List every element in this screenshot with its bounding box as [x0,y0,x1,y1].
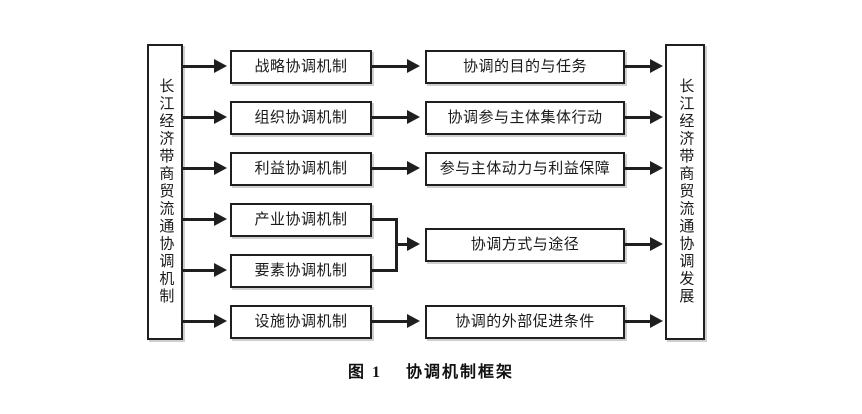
node-content-methods-and-approaches: 协调方式与途径 [425,228,625,262]
connector-merge-to-cont-4 [395,243,409,246]
node-source: 长江经济带商贸流通协调机制 [147,44,183,340]
node-target: 长江经济带商贸流通协调发展 [665,44,705,340]
node-mechanism-industry: 产业协调机制 [230,203,372,237]
connector-mech-6-to-cont-5 [372,320,409,323]
node-mechanism-strategy: 战略协调机制 [230,50,372,84]
arrowhead-source-to-mech-2 [214,110,227,124]
arrowhead-mech-3-to-cont-3 [407,161,420,175]
node-content-motivation-and-guarantee: 参与主体动力与利益保障 [425,152,625,186]
arrowhead-source-to-mech-3 [214,161,227,175]
connector-source-to-mech-1 [183,65,216,68]
connector-source-to-mech-6 [183,320,216,323]
arrowhead-mech-2-to-cont-2 [407,110,420,124]
arrowhead-source-to-mech-5 [214,263,227,277]
connector-source-to-mech-3 [183,167,216,170]
connector-mech-3-to-cont-3 [372,167,409,170]
node-mechanism-interest: 利益协调机制 [230,152,372,186]
connector-source-to-mech-5 [183,269,216,272]
node-mechanism-factor: 要素协调机制 [230,254,372,288]
arrowhead-source-to-mech-1 [214,59,227,73]
connector-mech-5-bracket-stub [372,269,398,272]
arrowhead-source-to-mech-4 [214,212,227,226]
arrowhead-merge-to-cont-4 [407,237,420,251]
connector-source-to-mech-2 [183,116,216,119]
arrowhead-mech-6-to-cont-5 [407,314,420,328]
node-content-purpose-and-task: 协调的目的与任务 [425,50,625,84]
connector-mech-4-bracket-stub [372,218,398,221]
connector-mech-1-to-cont-1 [372,65,409,68]
connector-cont-4-to-target [625,243,652,246]
arrowhead-cont-2-to-target [650,110,663,124]
arrowhead-cont-3-to-target [650,161,663,175]
arrowhead-cont-4-to-target [650,237,663,251]
figure-caption-label: 图 1 [347,364,382,381]
connector-source-to-mech-4 [183,218,216,221]
arrowhead-cont-1-to-target [650,59,663,73]
arrowhead-source-to-mech-6 [214,314,227,328]
arrowhead-cont-5-to-target [650,314,663,328]
connector-cont-2-to-target [625,116,652,119]
connector-mech-2-to-cont-2 [372,116,409,119]
connector-cont-1-to-target [625,65,652,68]
connector-cont-5-to-target [625,320,652,323]
node-content-external-conditions: 协调的外部促进条件 [425,305,625,339]
figure-caption: 图 1 协调机制框架 [0,358,862,382]
node-mechanism-organization: 组织协调机制 [230,101,372,135]
arrowhead-mech-1-to-cont-1 [407,59,420,73]
node-content-collective-action: 协调参与主体集体行动 [425,101,625,135]
figure-caption-title: 协调机制框架 [406,364,515,381]
node-mechanism-facility: 设施协调机制 [230,305,372,339]
connector-cont-3-to-target [625,167,652,170]
